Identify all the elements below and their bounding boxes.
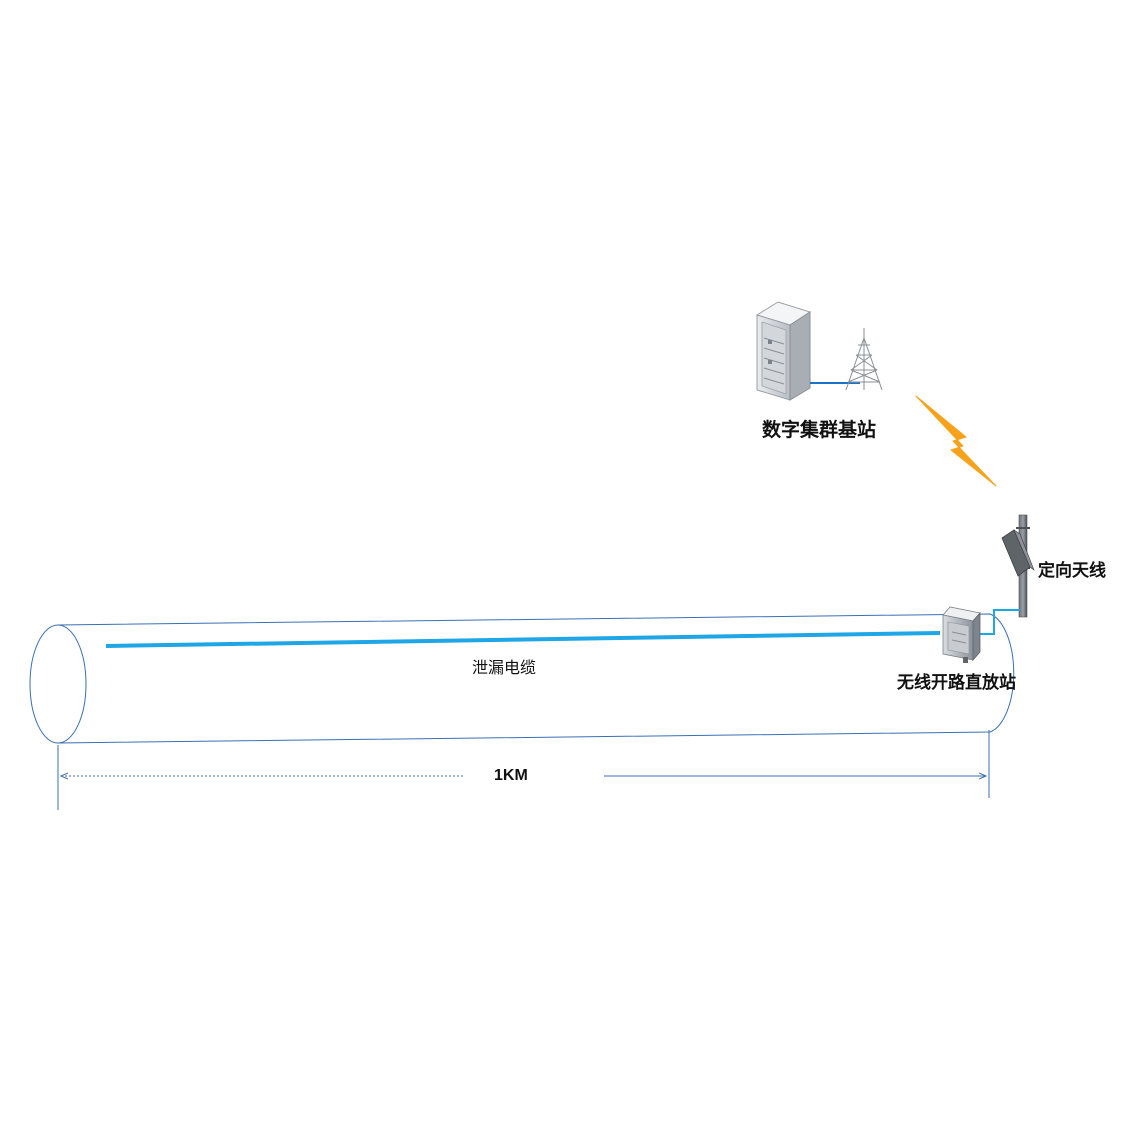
leaky-cable	[105, 631, 941, 648]
antenna-feeder	[978, 609, 1020, 635]
lightning-bolt-icon	[915, 395, 997, 487]
leaky-cable-label: 泄漏电缆	[472, 658, 537, 677]
tunnel-front-end	[29, 624, 87, 744]
radio-tower-icon	[845, 328, 883, 391]
base-station-label: 数字集群基站	[762, 419, 877, 441]
repeater-box-icon	[942, 606, 981, 663]
server-rack-icon	[755, 301, 812, 401]
tunnel	[29, 613, 1015, 744]
distance-label: 1KM	[494, 767, 528, 784]
tunnel-body-outline	[57, 613, 1015, 744]
directional-antenna-icon	[1001, 514, 1035, 618]
antenna-label: 定向天线	[1038, 561, 1106, 581]
repeater-label: 无线开路直放站	[897, 673, 1016, 693]
distance-dimension	[57, 730, 990, 810]
